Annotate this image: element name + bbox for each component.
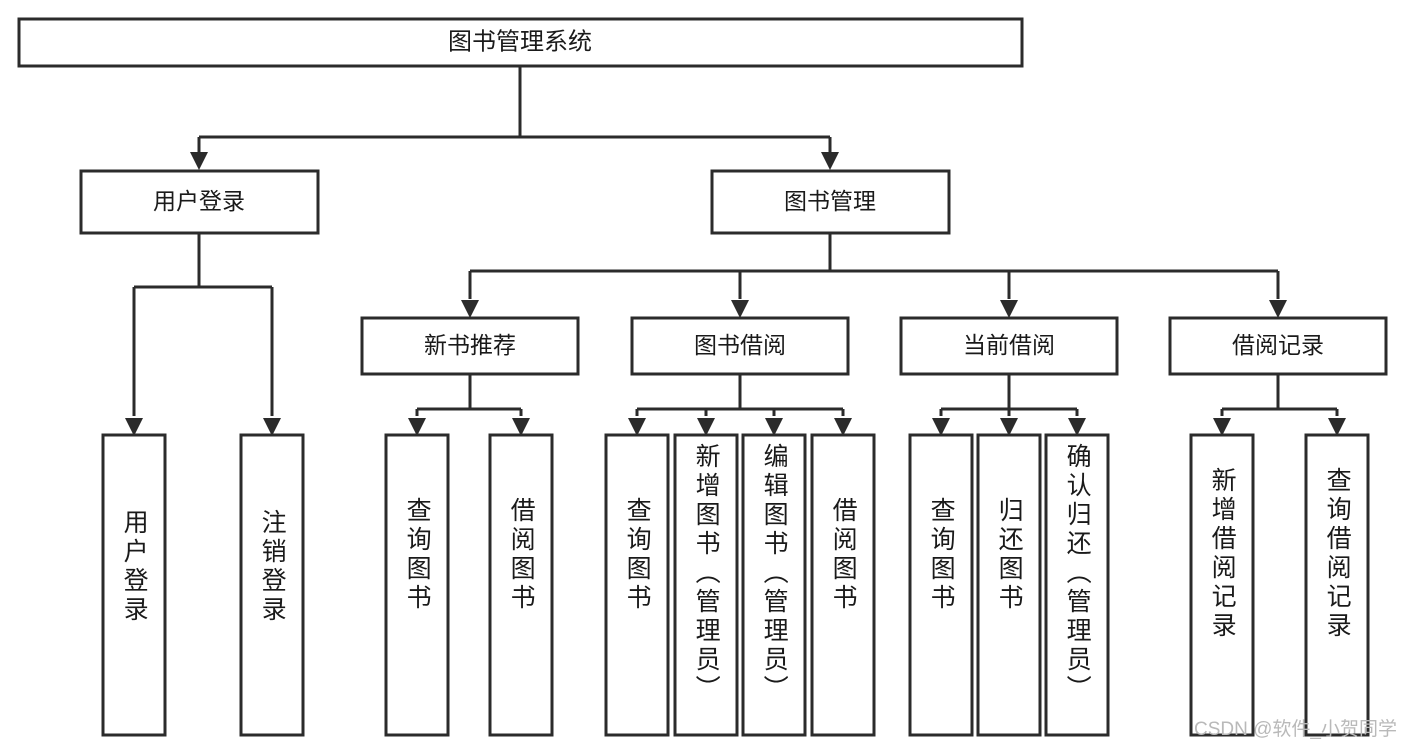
- node-root[interactable]: 图书管理系统: [17, 17, 1024, 68]
- node-root-box[interactable]: [17, 17, 1024, 68]
- node-book-borrow[interactable]: 图书借阅: [630, 316, 850, 376]
- node-borrow-record[interactable]: 借阅记录: [1168, 316, 1388, 376]
- arrow-to-book-management: [821, 152, 839, 170]
- csdn-watermark: CSDN @软件_小贺同学: [1194, 719, 1397, 740]
- arrow-to-leaf-add-book-admin: [697, 418, 715, 436]
- node-new-book-recommend[interactable]: 新书推荐: [360, 316, 580, 376]
- arrow-to-borrow-record: [1269, 300, 1287, 318]
- leaf-box-query-book-3[interactable]: [908, 433, 974, 737]
- leaf-box-user-login[interactable]: [101, 433, 167, 737]
- node-book-borrow-label: 图书借阅: [694, 332, 786, 358]
- arrow-to-current-borrow: [1000, 300, 1018, 318]
- arrow-to-leaf-borrow-book-1: [512, 418, 530, 436]
- arrow-to-leaf-query-book-3: [932, 418, 950, 436]
- leaf-box-add-borrow-record[interactable]: [1189, 433, 1255, 737]
- node-user-login-label: 用户登录: [153, 188, 245, 214]
- arrow-to-leaf-user-login: [125, 418, 143, 436]
- node-new-book-recommend-box[interactable]: [360, 316, 580, 376]
- arrow-to-leaf-logout-login: [263, 418, 281, 436]
- arrow-to-leaf-return-book: [1000, 418, 1018, 436]
- leaf-box-query-borrow-record[interactable]: [1304, 433, 1370, 737]
- node-book-management-box[interactable]: [710, 169, 951, 235]
- leaf-box-borrow-book-2[interactable]: [810, 433, 876, 737]
- node-book-borrow-box[interactable]: [630, 316, 850, 376]
- arrow-to-leaf-query-book-1: [408, 418, 426, 436]
- arrow-to-new-book-recommend: [461, 300, 479, 318]
- arrow-to-leaf-add-borrow-record: [1213, 418, 1231, 436]
- leaf-box-logout-login[interactable]: [239, 433, 305, 737]
- node-current-borrow[interactable]: 当前借阅: [899, 316, 1119, 376]
- arrow-to-leaf-edit-book-admin: [765, 418, 783, 436]
- leaf-box-return-book[interactable]: [976, 433, 1042, 737]
- node-borrow-record-box[interactable]: [1168, 316, 1388, 376]
- leaf-box-query-book-2[interactable]: [604, 433, 670, 737]
- node-user-login-box[interactable]: [79, 169, 320, 235]
- leaf-box-borrow-book-1[interactable]: [488, 433, 554, 737]
- arrow-to-leaf-query-borrow-record: [1328, 418, 1346, 436]
- node-borrow-record-label: 借阅记录: [1232, 332, 1324, 358]
- node-root-label: 图书管理系统: [448, 28, 592, 55]
- leaf-box-add-book-admin[interactable]: [673, 433, 739, 737]
- node-current-borrow-box[interactable]: [899, 316, 1119, 376]
- leaf-box-query-book-1[interactable]: [384, 433, 450, 737]
- node-book-management-label: 图书管理: [784, 188, 876, 214]
- arrow-to-user-login: [190, 152, 208, 170]
- arrow-to-leaf-query-book-2: [628, 418, 646, 436]
- arrow-to-book-borrow: [731, 300, 749, 318]
- leaf-box-confirm-return-admin[interactable]: [1044, 433, 1110, 737]
- edges-layer: [125, 66, 1346, 436]
- node-new-book-recommend-label: 新书推荐: [424, 332, 516, 358]
- node-user-login[interactable]: 用户登录: [79, 169, 320, 235]
- leaf-box-edit-book-admin[interactable]: [741, 433, 807, 737]
- node-book-management[interactable]: 图书管理: [710, 169, 951, 235]
- arrow-to-leaf-confirm-return-admin: [1068, 418, 1086, 436]
- node-current-borrow-label: 当前借阅: [963, 332, 1055, 358]
- arrow-to-leaf-borrow-book-2: [834, 418, 852, 436]
